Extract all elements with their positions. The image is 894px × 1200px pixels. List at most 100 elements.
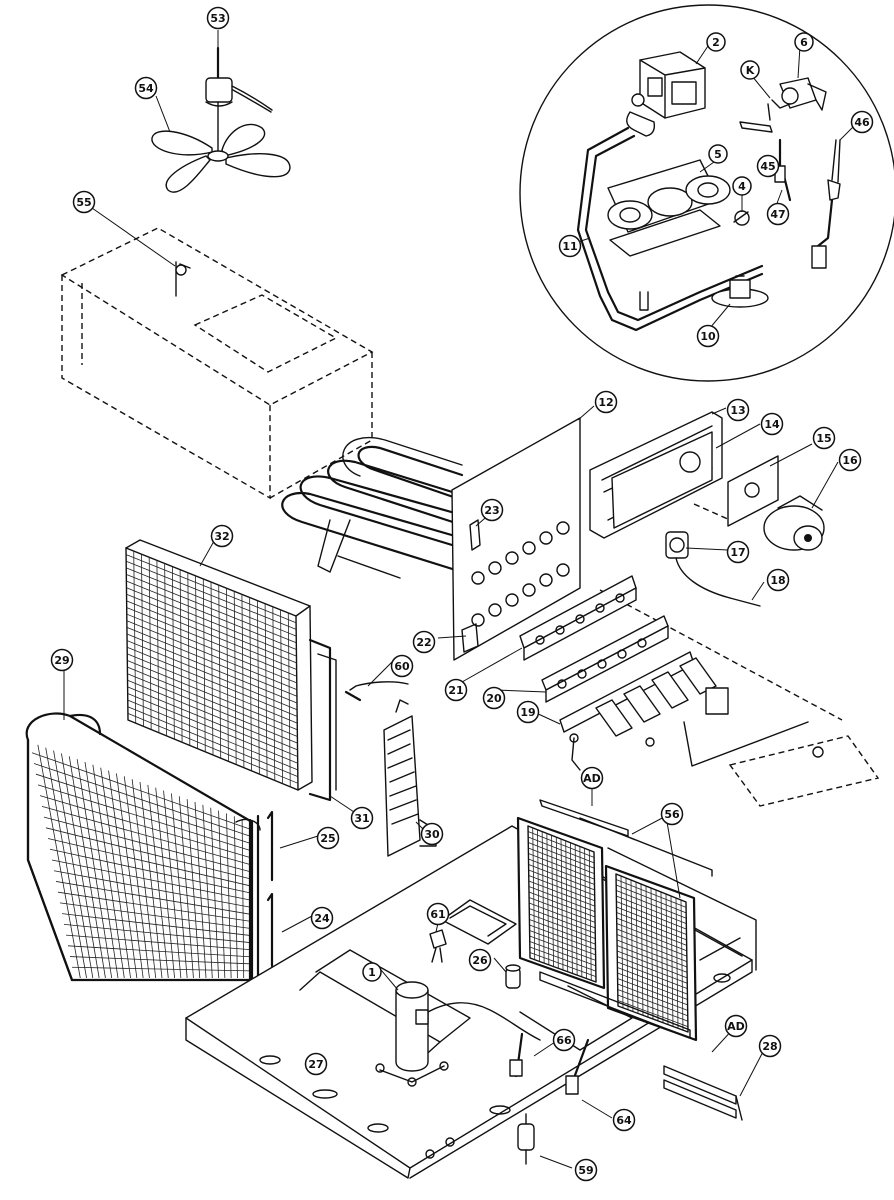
- callout-circle: [760, 412, 784, 436]
- callout-29: 29: [50, 648, 74, 672]
- callout-label: 64: [616, 1114, 632, 1127]
- callout-label: 25: [320, 832, 335, 845]
- filter-rail: [539, 799, 629, 837]
- condenser-fan-blade: [151, 101, 291, 193]
- callout-circle: [706, 32, 726, 52]
- callout-1: 1: [362, 962, 382, 982]
- callout-59: 59: [574, 1158, 598, 1182]
- callout-circle: [766, 568, 790, 592]
- callout-circle: [696, 324, 720, 348]
- callout-30: 30: [420, 822, 444, 846]
- callout-circle: [612, 1108, 636, 1132]
- callout-label: AD: [583, 772, 601, 785]
- callout-circle: [812, 426, 836, 450]
- callout-label: 11: [562, 240, 577, 253]
- callout-label: 4: [738, 180, 746, 193]
- callout-label: 21: [448, 684, 463, 697]
- callout-circle: [594, 390, 618, 414]
- drier-59: [517, 1113, 535, 1165]
- bracket-25: [266, 810, 274, 882]
- callout-label: K: [746, 64, 755, 77]
- air-filter-1: [516, 816, 606, 990]
- condenser-fan-motor: [205, 46, 273, 113]
- callout-circle: [574, 1158, 598, 1182]
- callout-25: 25: [316, 826, 340, 850]
- callout-45: 45: [756, 154, 780, 178]
- heat-exchanger: [281, 437, 464, 579]
- leader-lines: [63, 30, 855, 1169]
- callout-circle: [444, 678, 468, 702]
- callout-17: 17: [726, 540, 750, 564]
- pressure-switch: [665, 531, 731, 599]
- callout-circle: [660, 802, 684, 826]
- callout-24: 24: [310, 906, 334, 930]
- indoor-coil: [125, 539, 337, 802]
- callout-label: 29: [54, 654, 69, 667]
- service-valve-66: [509, 1032, 524, 1078]
- callout-circle: [316, 826, 340, 850]
- callout-64: 64: [612, 1108, 636, 1132]
- callout-circle: [580, 766, 604, 790]
- callout-label: 31: [354, 812, 369, 825]
- callout-label: 14: [764, 418, 780, 431]
- callout-circle: [420, 822, 444, 846]
- callout-19: 19: [516, 700, 540, 724]
- callout-16: 16: [838, 448, 862, 472]
- gas-valve: [626, 51, 706, 137]
- callout-label: 5: [714, 148, 722, 161]
- callout-circle: [726, 398, 750, 422]
- callout-label: 59: [578, 1164, 593, 1177]
- callout-5: 5: [708, 144, 728, 164]
- inducer-motor: [763, 495, 825, 551]
- callout-k: K: [740, 60, 760, 80]
- callout-circle: [708, 144, 728, 164]
- callout-circle: [558, 234, 582, 258]
- callout-label: 61: [430, 908, 445, 921]
- callout-label: 30: [424, 828, 440, 841]
- callout-label: 47: [770, 208, 785, 221]
- callout-28: 28: [758, 1034, 782, 1058]
- callout-label: 1: [368, 966, 376, 979]
- callout-label: 2: [712, 36, 720, 49]
- burner-manifold: [607, 159, 731, 257]
- callout-label: 53: [210, 12, 225, 25]
- burners: [569, 657, 880, 807]
- callout-circle: [412, 630, 436, 654]
- callout-label: AD: [727, 1020, 745, 1033]
- gasket: [727, 455, 779, 527]
- callout-circle: [72, 190, 96, 214]
- callout-circle: [740, 60, 760, 80]
- outdoor-coil: [25, 712, 261, 982]
- bracket-24: [266, 892, 274, 968]
- callout-circle: [756, 154, 780, 178]
- callout-20: 20: [482, 686, 506, 710]
- callout-circle: [724, 1014, 748, 1038]
- callout-56: 56: [660, 802, 684, 826]
- callout-15: 15: [812, 426, 836, 450]
- callout-label: 10: [700, 330, 716, 343]
- callout-circle: [390, 654, 414, 678]
- callout-12: 12: [594, 390, 618, 414]
- callout-55: 55: [72, 190, 96, 214]
- callout-label: 32: [214, 530, 229, 543]
- bracket-28: [663, 1065, 743, 1121]
- electrode: [811, 139, 841, 269]
- callout-label: 18: [770, 574, 785, 587]
- callout-label: 19: [520, 706, 535, 719]
- callout-21: 21: [444, 678, 468, 702]
- panel-ports: [471, 521, 570, 627]
- callout-circle: [304, 1052, 328, 1076]
- callout-circle: [794, 32, 814, 52]
- callout-label: 54: [138, 82, 154, 95]
- gas-controls-inset: [519, 4, 894, 382]
- callout-26: 26: [468, 948, 492, 972]
- limit-switch: [711, 275, 769, 308]
- callout-53: 53: [206, 6, 230, 30]
- relay-61: [429, 929, 447, 963]
- callout-circle: [516, 700, 540, 724]
- callout-circle: [482, 686, 506, 710]
- callout-circle: [350, 806, 374, 830]
- heat-exchanger-panel: [451, 417, 581, 661]
- callout-label: 28: [762, 1040, 777, 1053]
